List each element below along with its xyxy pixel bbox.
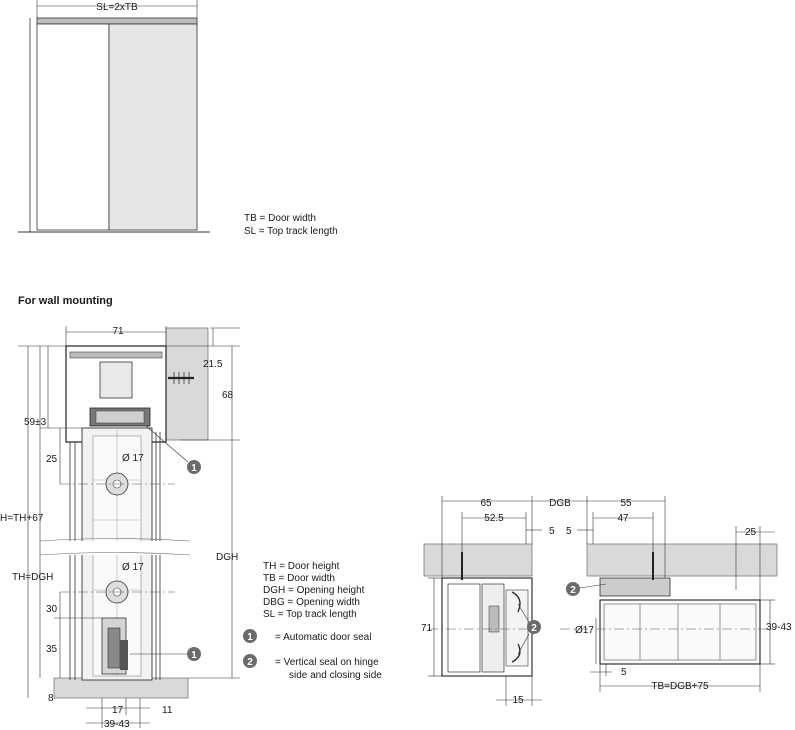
wall-right: [586, 543, 778, 577]
legend-callout-2-text-b: side and closing side: [289, 670, 382, 681]
dim-52-5: 52.5: [484, 513, 504, 524]
dim-dgh: DGH: [216, 552, 238, 563]
dim-11: 11: [162, 705, 173, 716]
dim-25: 25: [46, 454, 58, 465]
legend-callout-1: [243, 629, 257, 643]
dim-tb-plan: TB=DGB+75: [651, 681, 709, 692]
callout-2-left: [527, 620, 541, 634]
svg-text:2: 2: [247, 657, 253, 668]
door-leaf-plan: [599, 599, 761, 665]
dim-59: 59±3: [24, 417, 47, 428]
top-elevation-view: SL=2xTB TB = Door width SL = Top track l…: [18, 0, 338, 237]
top-track: [36, 17, 198, 25]
legend-callout-2-text-a: = Vertical seal on hinge: [275, 657, 379, 668]
dim-5a: 5: [549, 526, 555, 537]
dim-sl-label: SL=2xTB: [96, 2, 138, 13]
dim-d17-bottom: Ø 17: [122, 562, 144, 573]
legend-line-3: DGH = Opening height: [263, 585, 365, 596]
legend-line-2: TB = Door width: [263, 573, 335, 584]
legend-callout-1-text: = Automatic door seal: [275, 632, 371, 643]
dim-35: 35: [46, 644, 58, 655]
door-leaf: [108, 23, 198, 231]
svg-text:1: 1: [191, 463, 197, 474]
dim-30: 30: [46, 604, 58, 615]
dim-d17-top: Ø 17: [122, 453, 144, 464]
floor: [53, 677, 189, 699]
legend-line-1: TH = Door height: [263, 561, 340, 572]
side-section-view: 71 21.5 68 59±3 25 Ø 17 H=TH+67 TH=DGH Ø…: [0, 326, 240, 730]
dim-55: 55: [620, 498, 632, 509]
legend-callout-2: [243, 654, 257, 668]
svg-text:1: 1: [191, 650, 197, 661]
dim-39-43-plan: 39-43: [766, 622, 792, 633]
dim-68: 68: [222, 390, 234, 401]
section-heading: For wall mounting: [18, 295, 113, 307]
dim-17: 17: [112, 705, 124, 716]
right-track-profile: [599, 577, 671, 597]
dim-25-plan: 25: [745, 527, 757, 538]
legend-line-4: DBG = Opening width: [263, 597, 360, 608]
dim-h: H=TH+67: [0, 513, 44, 524]
dim-d17-plan: Ø17: [575, 625, 594, 636]
dim-71-plan: 71: [421, 623, 433, 634]
dim-65: 65: [480, 498, 492, 509]
dim-71: 71: [112, 326, 124, 337]
wall-top: [165, 327, 209, 441]
roller-carriage: [99, 361, 133, 399]
dim-8: 8: [48, 693, 54, 704]
dim-39-43: 39-43: [104, 719, 130, 730]
wall-left: [423, 543, 533, 577]
dim-21-5: 21.5: [203, 359, 223, 370]
dim-dgb: DGB: [549, 498, 571, 509]
door-open-area: [36, 23, 110, 231]
svg-text:2: 2: [570, 585, 576, 596]
dim-th: TH=DGH: [12, 572, 53, 583]
svg-text:2: 2: [531, 623, 537, 634]
callout-2-right: [566, 582, 580, 596]
callout-1-bottom: [187, 647, 201, 661]
legend: TH = Door height TB = Door width DGH = O…: [243, 561, 382, 681]
dim-5c: 5: [621, 667, 627, 678]
dim-47: 47: [617, 513, 629, 524]
dim-5b: 5: [566, 526, 572, 537]
svg-text:1: 1: [247, 632, 253, 643]
dim-15: 15: [512, 695, 524, 706]
legend-sl: SL = Top track length: [244, 226, 338, 237]
plan-section-view: 65 DGB 55 52.5 5 47 5 25 71 39-43 Ø17: [421, 496, 792, 706]
legend-line-5: SL = Top track length: [263, 609, 357, 620]
callout-1-top: [187, 460, 201, 474]
legend-tb: TB = Door width: [244, 213, 316, 224]
